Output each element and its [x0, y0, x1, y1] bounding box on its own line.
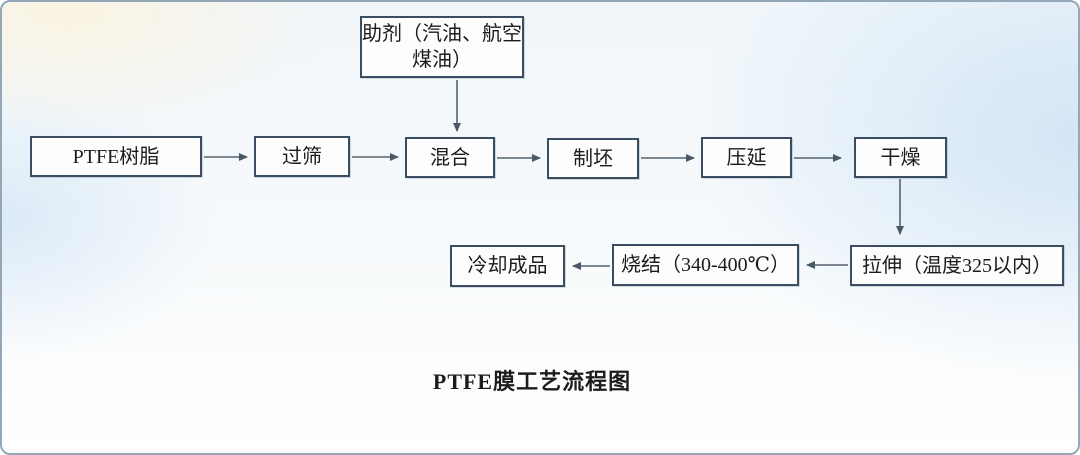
node-sieving: 过筛: [254, 136, 350, 177]
node-additive: 助剂（汽油、航空煤油）: [360, 16, 524, 78]
node-cooling-finished-product: 冷却成品: [450, 245, 565, 287]
node-sintering: 烧结（340-400℃）: [612, 244, 799, 286]
node-stretching: 拉伸（温度325以内）: [850, 245, 1064, 286]
node-ptfe-resin: PTFE树脂: [30, 136, 202, 177]
diagram-caption: PTFE膜工艺流程图: [432, 369, 632, 394]
node-billet-making: 制坯: [547, 138, 639, 179]
node-drying: 干燥: [854, 137, 947, 178]
node-calendering: 压延: [701, 137, 792, 178]
node-mixing: 混合: [405, 137, 495, 178]
